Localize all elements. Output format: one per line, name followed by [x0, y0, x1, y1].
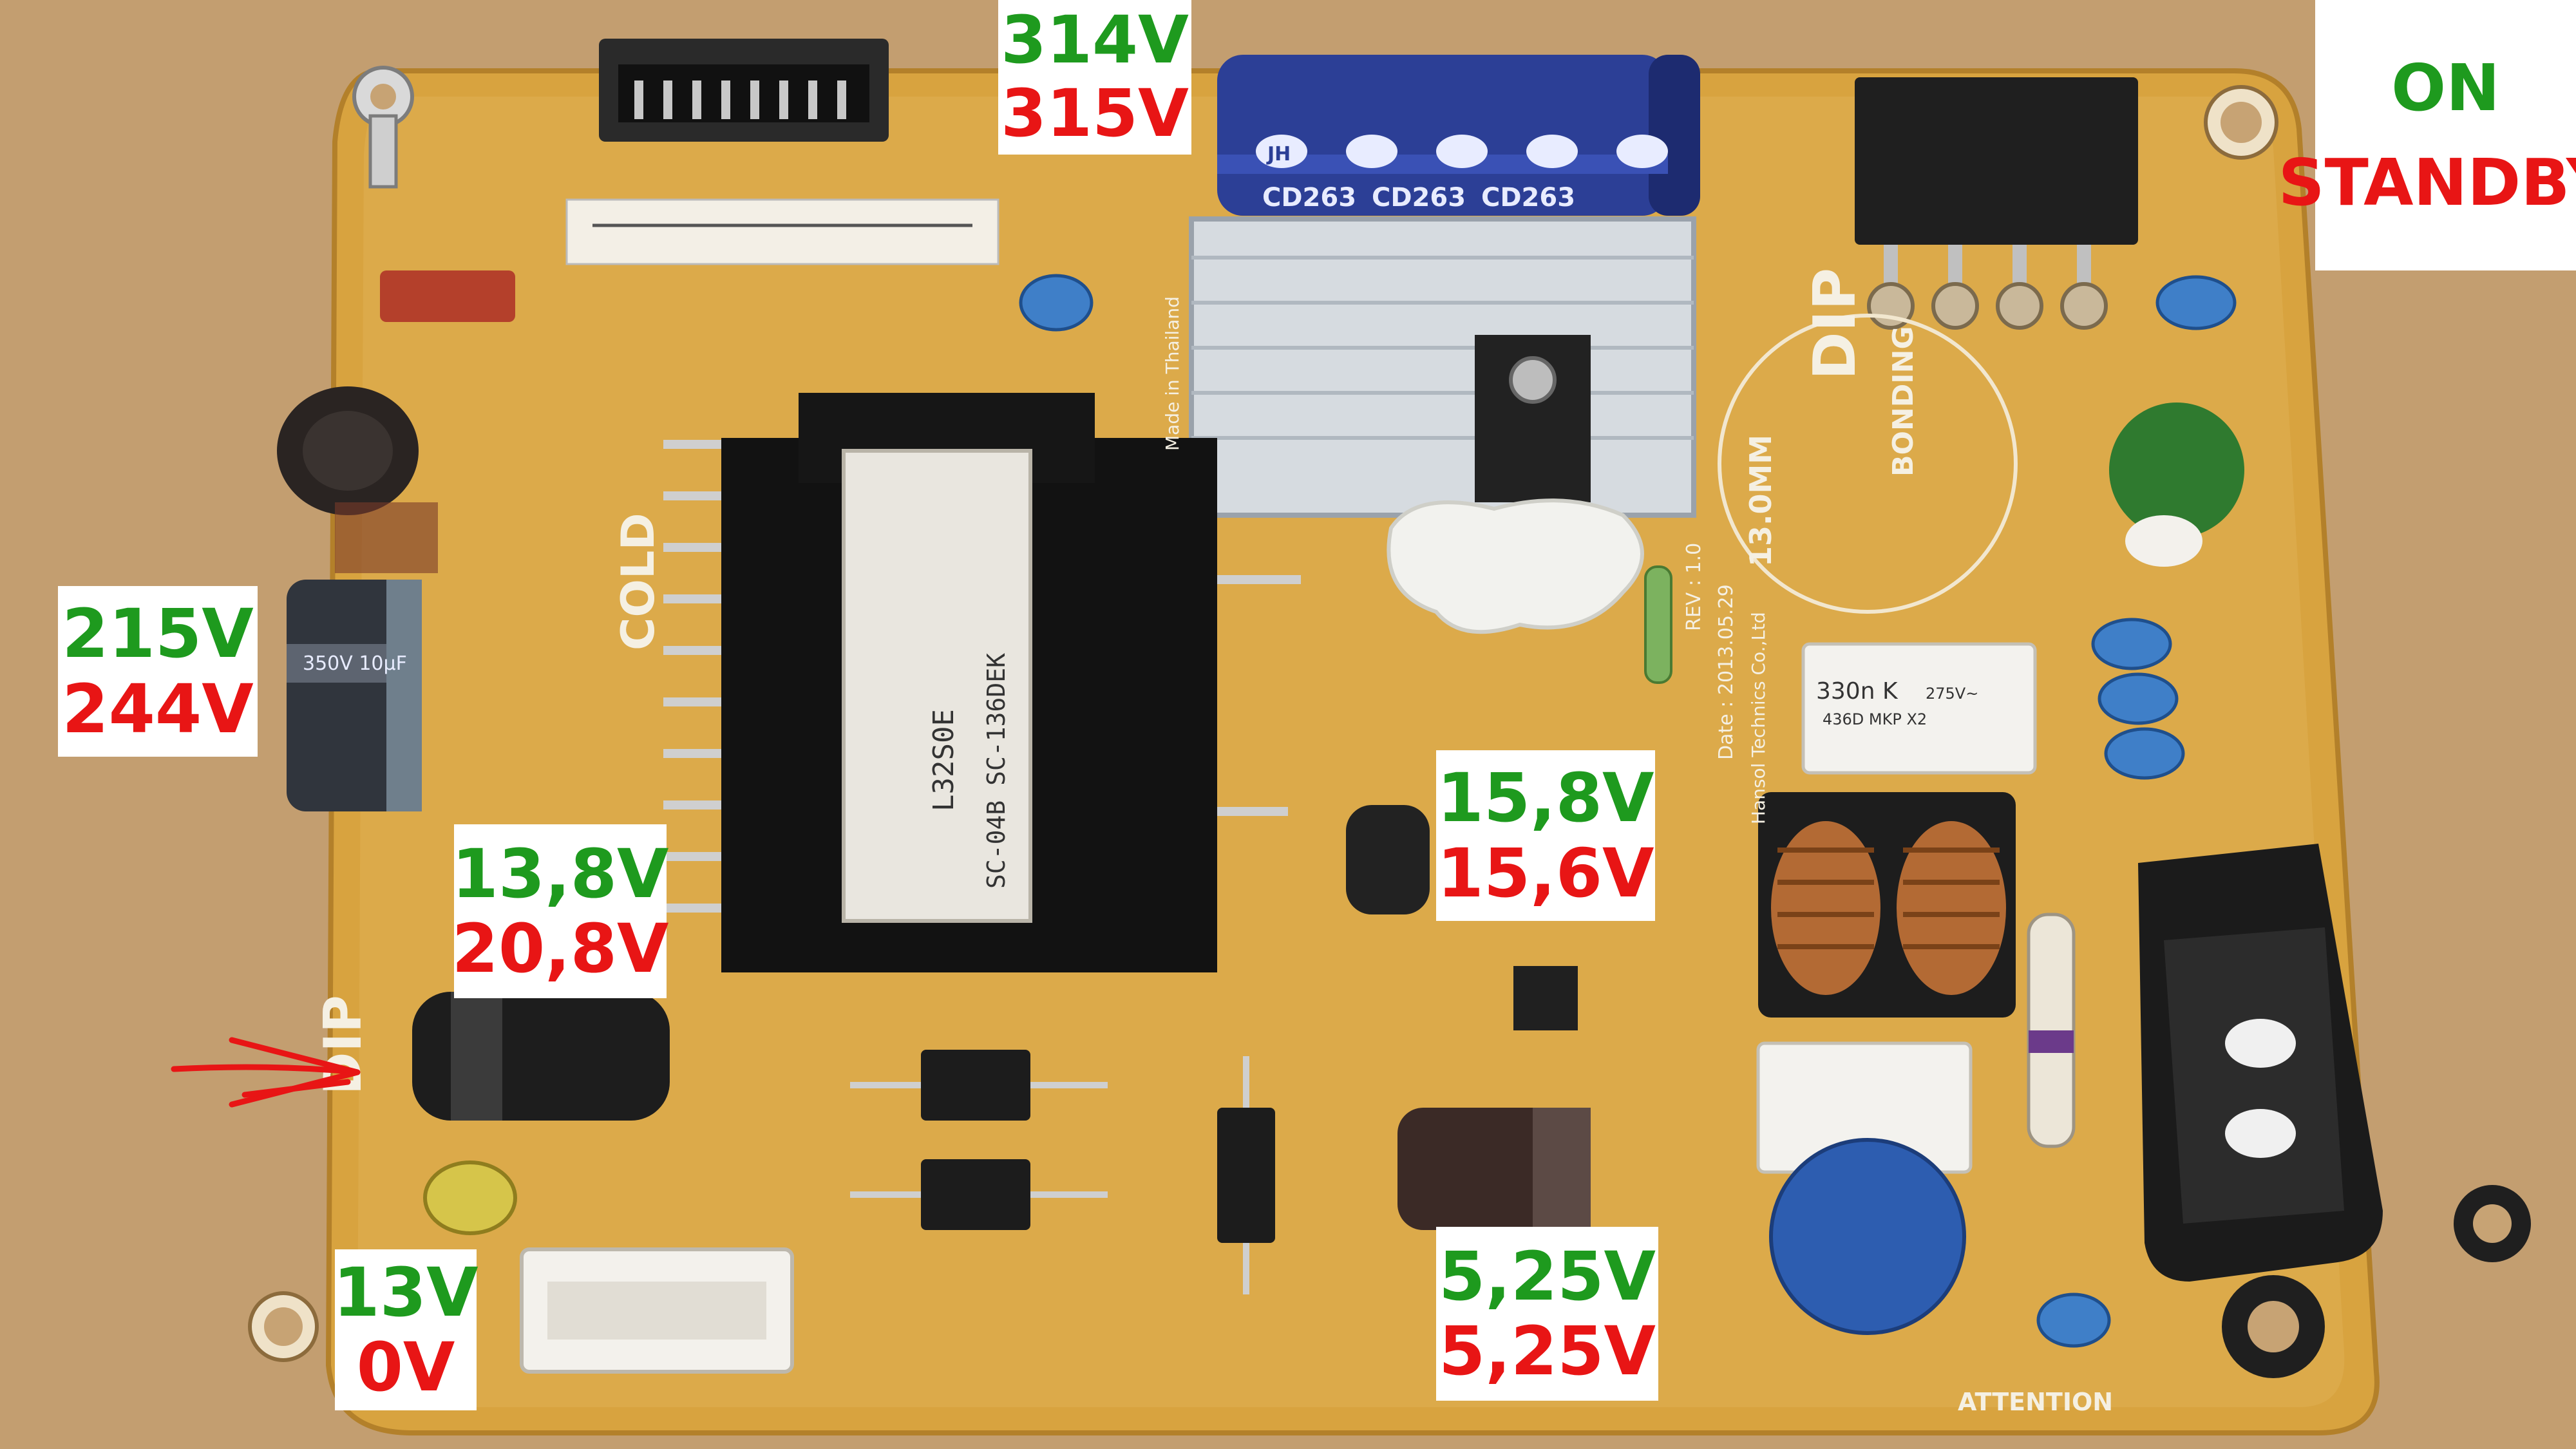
small-cap-text: 350V 10µF	[303, 652, 407, 675]
silkscreen-attention: ATTENTION	[1958, 1388, 2113, 1416]
mounting-holes	[248, 85, 2278, 1362]
voltage-tag-pfc: 215V 244V	[58, 586, 258, 757]
silkscreen-inductor-dim: 13.0MM	[1743, 435, 1778, 567]
silkscreen-date: Date : 2013.05.29	[1715, 584, 1738, 760]
film-capacitor-red	[380, 270, 515, 322]
cap-model-text-3: CD263	[1481, 183, 1575, 213]
inductor-left	[277, 386, 438, 573]
voltage-standby: 244V	[62, 669, 254, 748]
film-cap-spec: 275V~	[1926, 685, 1978, 703]
diodes	[850, 1050, 1275, 1294]
y-capacitors	[1019, 274, 2237, 1348]
resistor	[1644, 565, 1672, 684]
voltage-standby: 20,8V	[451, 909, 669, 988]
silkscreen-maker: Hansol Technics Co.,Ltd	[1748, 612, 1769, 824]
voltage-on: 215V	[62, 594, 254, 674]
x2-capacitors	[1756, 642, 2037, 1174]
bonding-outline	[1718, 314, 2018, 614]
silkscreen-cold: COLD	[612, 513, 665, 650]
ntc-thermistor	[2109, 402, 2244, 567]
cap-model-text: CD263	[1262, 183, 1356, 213]
voltage-standby: 315V	[1001, 75, 1189, 152]
thermal-paste	[1387, 498, 1644, 634]
legend-standby-label: STANDBY	[2278, 144, 2576, 220]
voltage-tag-bulk: 314V 315V	[998, 0, 1191, 155]
voltage-tag-13v-out: 13V 0V	[333, 1249, 478, 1410]
capacitor-small-mid	[1346, 805, 1430, 914]
ground-lug	[352, 66, 414, 189]
legend-on-label: ON	[2391, 50, 2500, 126]
voltage-on: 13,8V	[451, 834, 669, 913]
ac-inlet	[2138, 844, 2531, 1378]
silkscreen-rev: REV : 1.0	[1683, 543, 1705, 631]
film-cap-value: 330n K	[1816, 678, 1899, 705]
voltage-tag-5v: 5,25V 5,25V	[1436, 1227, 1658, 1401]
voltage-on: 314V	[1001, 1, 1189, 79]
capacitor-bottom-middle	[1397, 1108, 1591, 1230]
silkscreen-bonding: BONDING	[1887, 326, 1920, 477]
connector-bottom	[520, 1247, 794, 1374]
transformer-model-text: L32S0E	[927, 709, 960, 811]
silkscreen-made-in: Made in Thailand	[1162, 296, 1183, 451]
cap-model-text-2: CD263	[1372, 183, 1466, 213]
heatsink	[1189, 216, 1696, 518]
voltage-standby: 15,6V	[1437, 833, 1654, 913]
connector-top	[599, 39, 889, 142]
fuse	[2027, 913, 2076, 1148]
voltage-standby: 0V	[356, 1328, 455, 1406]
small-capacitor-left	[287, 580, 422, 811]
red-arrow	[171, 1037, 361, 1108]
bulk-capacitor	[1217, 55, 1700, 216]
common-mode-choke	[1758, 792, 2016, 1018]
cap-brand-text: JH	[1266, 143, 1291, 166]
voltage-on: 15,8V	[1437, 759, 1654, 838]
small-capacitor-yellow	[423, 1160, 517, 1235]
varistor	[1769, 1138, 1966, 1335]
voltage-tag-13v-rail: 13,8V 20,8V	[451, 824, 669, 998]
capacitor-arrowed	[412, 992, 670, 1121]
voltage-standby: 5,25V	[1438, 1312, 1656, 1390]
voltage-on: 13V	[333, 1253, 478, 1332]
transformer-code-text: SC-04B SC-136DEK	[982, 653, 1010, 889]
transformer	[663, 393, 1301, 972]
legend-box: ON STANDBY	[2278, 0, 2576, 270]
film-cap-class: 436D MKP X2	[1823, 710, 1927, 728]
silkscreen-dip: DIP	[1801, 268, 1869, 380]
voltage-on: 5,25V	[1438, 1236, 1656, 1316]
ic-chip	[1513, 966, 1578, 1030]
bridge-rectifier	[1855, 77, 2138, 330]
voltage-tag-vcc: 15,8V 15,6V	[1436, 750, 1655, 921]
serial-sticker	[565, 198, 999, 265]
